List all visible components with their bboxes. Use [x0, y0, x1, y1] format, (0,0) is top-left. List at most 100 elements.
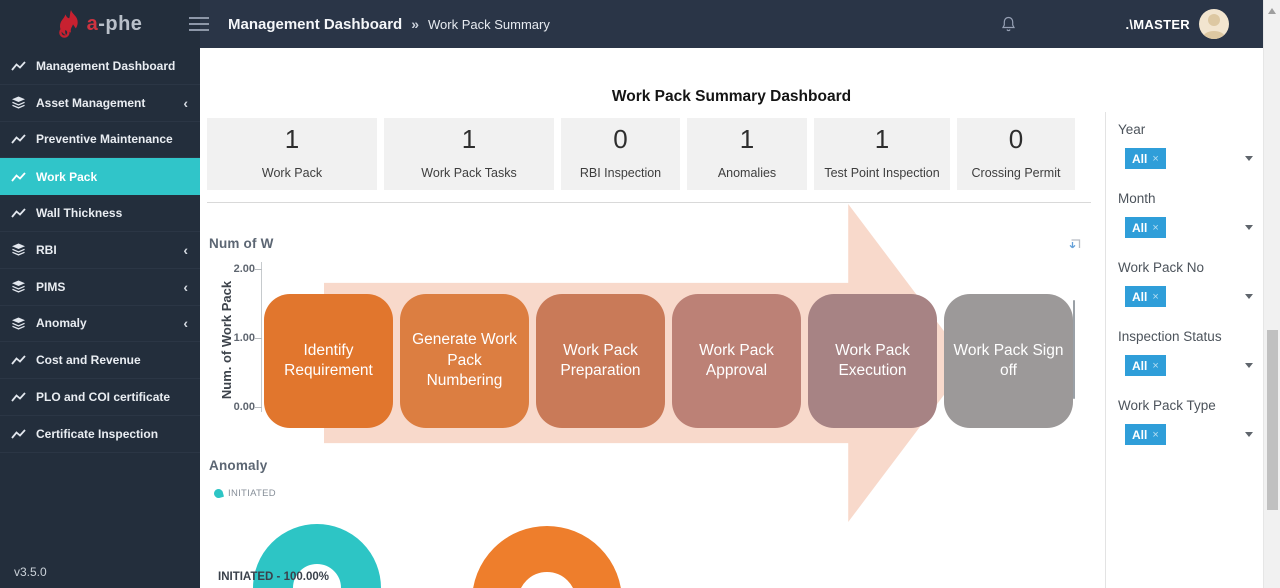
avatar[interactable]: [1199, 9, 1229, 39]
filter-label: Month: [1118, 191, 1156, 206]
filter-tag[interactable]: All×: [1125, 148, 1166, 169]
sidebar-item-work-pack[interactable]: Work Pack: [0, 158, 200, 196]
line-chart-icon: [11, 207, 28, 219]
kpi-value: 0: [1008, 124, 1024, 154]
filter-dropdown-inspection-status[interactable]: All×: [1118, 355, 1263, 376]
sidebar-item-anomaly[interactable]: Anomaly ‹: [0, 306, 200, 343]
sidebar-item-certificate-inspection[interactable]: Certificate Inspection: [0, 416, 200, 453]
stage-identify-requirement: Identify Requirement: [264, 294, 393, 428]
kpi-card-anomalies[interactable]: 1 Anomalies: [687, 118, 807, 190]
user-menu[interactable]: .\MASTER: [1125, 9, 1229, 39]
widget-scrollbar-thumb[interactable]: [1073, 300, 1075, 399]
line-chart-icon: [11, 354, 28, 366]
scrollbar-thumb[interactable]: [1267, 330, 1278, 510]
anomaly-donut-chart-2[interactable]: [472, 526, 622, 588]
filter-tag[interactable]: All×: [1125, 217, 1166, 238]
sidebar-item-rbi[interactable]: RBI ‹: [0, 232, 200, 269]
kpi-label: RBI Inspection: [579, 166, 662, 180]
flame-logo-icon: [58, 10, 78, 38]
stage-work-pack-preparation: Work Pack Preparation: [536, 294, 665, 428]
pin-icon[interactable]: [1068, 238, 1081, 256]
kpi-card-crossing-permit[interactable]: 0 Crossing Permit: [957, 118, 1075, 190]
kpi-value: 0: [613, 124, 628, 154]
stage-work-pack-execution: Work Pack Execution: [808, 294, 937, 428]
kpi-card-work-pack[interactable]: 1 Work Pack: [207, 118, 377, 190]
remove-tag-icon[interactable]: ×: [1152, 221, 1159, 234]
filter-dropdown-work-pack-type[interactable]: All×: [1118, 424, 1263, 445]
remove-tag-icon[interactable]: ×: [1152, 290, 1159, 303]
tick-mark: [255, 407, 262, 408]
legend-swatch: [212, 487, 225, 500]
breadcrumb-secondary: Work Pack Summary: [428, 16, 550, 32]
sidebar-item-plo-coi-certificate[interactable]: PLO and COI certificate: [0, 379, 200, 416]
stage-work-pack-sign-off: Work Pack Sign off: [944, 294, 1073, 428]
chevron-left-icon: ‹: [183, 94, 188, 111]
sidebar-item-label: PLO and COI certificate: [36, 390, 171, 405]
kpi-value: 1: [739, 124, 755, 154]
hamburger-menu-icon[interactable]: [189, 17, 209, 31]
chevron-down-icon[interactable]: [1245, 294, 1253, 299]
sidebar-item-preventive-maintenance[interactable]: Preventive Maintenance: [0, 122, 200, 159]
filter-dropdown-month[interactable]: All×: [1118, 217, 1263, 238]
kpi-card-work-pack-tasks[interactable]: 1 Work Pack Tasks: [384, 118, 554, 190]
remove-tag-icon[interactable]: ×: [1152, 428, 1159, 441]
chevron-down-icon[interactable]: [1245, 363, 1253, 368]
filter-label: Work Pack No: [1118, 260, 1205, 275]
kpi-label: Test Point Inspection: [824, 166, 940, 180]
remove-tag-icon[interactable]: ×: [1152, 152, 1159, 165]
sidebar-item-label: Preventive Maintenance: [36, 132, 173, 147]
filter-tag[interactable]: All×: [1125, 424, 1166, 445]
kpi-label: Work Pack: [261, 166, 323, 180]
y-axis-line: [261, 262, 262, 412]
line-chart-icon: [11, 171, 28, 183]
app-version: v3.5.0: [14, 565, 47, 579]
filter-tag[interactable]: All×: [1125, 286, 1166, 307]
kpi-card-rbi-inspection[interactable]: 0 RBI Inspection: [561, 118, 680, 190]
sidebar-item-pims[interactable]: PIMS ‹: [0, 269, 200, 306]
page-scrollbar[interactable]: [1263, 0, 1280, 588]
divider: [207, 202, 1091, 203]
remove-tag-icon[interactable]: ×: [1152, 359, 1159, 372]
breadcrumb-primary[interactable]: Management Dashboard: [228, 15, 403, 33]
chevron-down-icon[interactable]: [1245, 225, 1253, 230]
scroll-up-arrow-icon[interactable]: [1268, 8, 1276, 14]
y-axis-tick: 2.00: [233, 263, 255, 275]
sidebar-item-asset-management[interactable]: Asset Management ‹: [0, 85, 200, 122]
sidebar-item-label: PIMS: [36, 279, 66, 294]
logo-text: a-phe: [86, 12, 143, 35]
flow-widget-title: Num of W: [209, 236, 274, 251]
kpi-label: Anomalies: [717, 166, 777, 180]
filter-dropdown-work-pack-no[interactable]: All×: [1118, 286, 1263, 307]
kpi-value: 1: [284, 124, 300, 154]
filter-panel: Year All× Month All× Work Pack No All× I…: [1106, 48, 1263, 588]
chevron-left-icon: ‹: [183, 315, 188, 332]
chevron-down-icon[interactable]: [1245, 156, 1253, 161]
top-header: Management Dashboard » Work Pack Summary…: [0, 0, 1263, 48]
line-chart-icon: [11, 391, 28, 403]
kpi-label: Work Pack Tasks: [421, 166, 517, 180]
sidebar-item-cost-and-revenue[interactable]: Cost and Revenue: [0, 342, 200, 380]
chevron-down-icon[interactable]: [1245, 432, 1253, 437]
sidebar-item-label: Asset Management: [36, 95, 146, 110]
filter-dropdown-year[interactable]: All×: [1118, 148, 1263, 169]
sidebar-item-wall-thickness[interactable]: Wall Thickness: [0, 195, 200, 232]
filter-tag[interactable]: All×: [1125, 355, 1166, 376]
layers-icon: [11, 317, 28, 330]
filter-group-inspection-status: Inspection Status All×: [1118, 329, 1263, 376]
filter-group-year: Year All×: [1118, 122, 1263, 169]
breadcrumb: Management Dashboard » Work Pack Summary: [228, 0, 550, 48]
layers-icon: [11, 96, 28, 109]
layers-icon: [11, 280, 28, 293]
kpi-card-test-point-inspection[interactable]: 1 Test Point Inspection: [814, 118, 950, 190]
filter-group-month: Month All×: [1118, 191, 1263, 238]
notifications-bell-icon[interactable]: [1001, 16, 1016, 37]
anomaly-widget-title: Anomaly: [209, 458, 268, 473]
line-chart-icon: [11, 428, 28, 440]
kpi-value: 1: [461, 124, 477, 154]
sidebar-item-management-dashboard[interactable]: Management Dashboard: [0, 48, 200, 85]
stage-generate-work-pack-numbering: Generate Work Pack Numbering: [400, 294, 529, 428]
kpi-value: 1: [874, 124, 890, 154]
app-logo[interactable]: a-phe: [0, 0, 200, 48]
sidebar-item-label: Certificate Inspection: [36, 426, 159, 441]
